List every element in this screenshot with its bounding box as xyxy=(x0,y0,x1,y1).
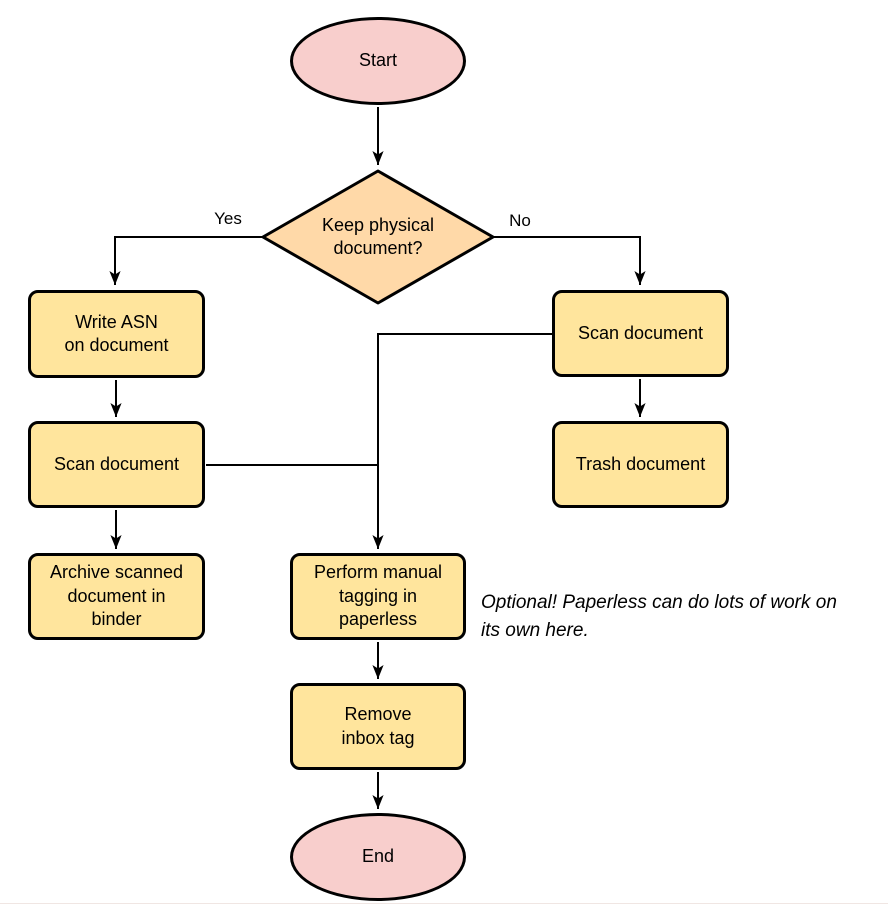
node-remove-inbox-label: Remove inbox tag xyxy=(341,704,415,748)
node-scan-document-left-label: Scan document xyxy=(53,453,180,474)
node-archive-scanned-document: Archive scanned document in binder xyxy=(28,553,205,640)
edge-decision-yes-to-write-asn xyxy=(109,236,262,285)
node-remove-inbox-tag: Remove inbox tag xyxy=(290,683,466,770)
node-archive-label: Archive scanned document in binder xyxy=(49,562,184,630)
node-trash-document: Trash document xyxy=(552,421,729,508)
edge-label-yes: Yes xyxy=(214,209,242,228)
node-trash-label: Trash document xyxy=(575,453,706,474)
node-tagging-label: Perform manual tagging in paperless xyxy=(313,562,443,630)
page-bottom-border xyxy=(0,903,888,904)
note-optional-paperless: Optional! Paperless can do lots of work … xyxy=(481,592,837,641)
node-scan-document-right-label: Scan document xyxy=(577,322,704,343)
edge-decision-no-to-scan-right xyxy=(494,236,646,285)
node-perform-manual-tagging: Perform manual tagging in paperless xyxy=(290,553,466,640)
node-decision-label: Keep physical document? xyxy=(321,214,435,258)
node-write-asn-label: Write ASN on document xyxy=(64,311,169,355)
node-start-label: Start xyxy=(358,50,397,71)
node-end-label: End xyxy=(361,846,395,867)
node-scan-document-left: Scan document xyxy=(28,421,205,508)
diamond-shape xyxy=(261,169,495,305)
node-start: Start xyxy=(290,17,466,105)
edge-label-no: No xyxy=(509,211,531,230)
node-end: End xyxy=(290,813,466,901)
node-scan-document-right: Scan document xyxy=(552,290,729,377)
edge-scan-right-to-tagging xyxy=(372,333,552,549)
node-write-asn-on-document: Write ASN on document xyxy=(28,290,205,378)
node-decision-keep-physical-document: Keep physical document? xyxy=(261,169,495,305)
